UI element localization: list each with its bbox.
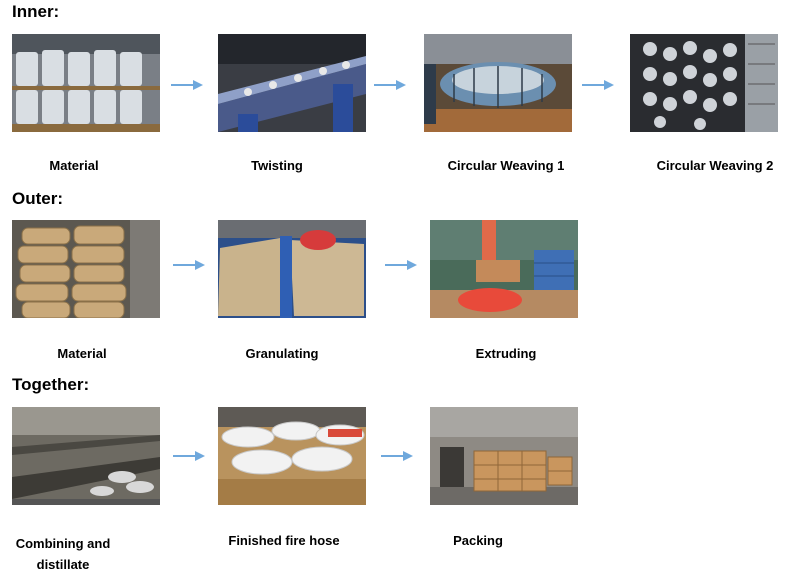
photo-together-packing bbox=[430, 407, 578, 505]
photo-outer-extruding bbox=[430, 220, 578, 318]
arrow-right-icon bbox=[582, 80, 614, 90]
arrow-right-icon bbox=[173, 260, 205, 270]
section-title-together: Together: bbox=[12, 375, 90, 394]
step-label: Finished fire hose bbox=[228, 533, 340, 548]
step-label: Circular Weaving 2 bbox=[656, 158, 774, 173]
photo-outer-material bbox=[12, 220, 160, 318]
arrow-right-icon bbox=[173, 451, 205, 461]
step-label: Material bbox=[49, 158, 99, 173]
photo-together-finished-fire-hose bbox=[218, 407, 366, 505]
photo-inner-circular-weaving-2 bbox=[630, 34, 778, 132]
photo-together-combining bbox=[12, 407, 160, 505]
step-label: Material bbox=[57, 346, 107, 361]
step-label: Extruding bbox=[475, 346, 537, 361]
step-label: Circular Weaving 1 bbox=[447, 158, 565, 173]
section-title-inner: Inner: bbox=[12, 2, 60, 21]
section-title-outer: Outer: bbox=[12, 189, 63, 208]
step-label: Combining and distillate bbox=[15, 536, 111, 572]
arrow-right-icon bbox=[374, 80, 406, 90]
photo-inner-circular-weaving-1 bbox=[424, 34, 572, 132]
arrow-right-icon bbox=[381, 451, 413, 461]
step-label: Granulating bbox=[245, 346, 319, 361]
step-label: Packing bbox=[453, 533, 503, 548]
step-label: Twisting bbox=[251, 158, 303, 173]
photo-inner-material bbox=[12, 34, 160, 132]
photo-outer-granulating bbox=[218, 220, 366, 318]
arrow-right-icon bbox=[385, 260, 417, 270]
photo-inner-twisting bbox=[218, 34, 366, 132]
arrow-right-icon bbox=[171, 80, 203, 90]
